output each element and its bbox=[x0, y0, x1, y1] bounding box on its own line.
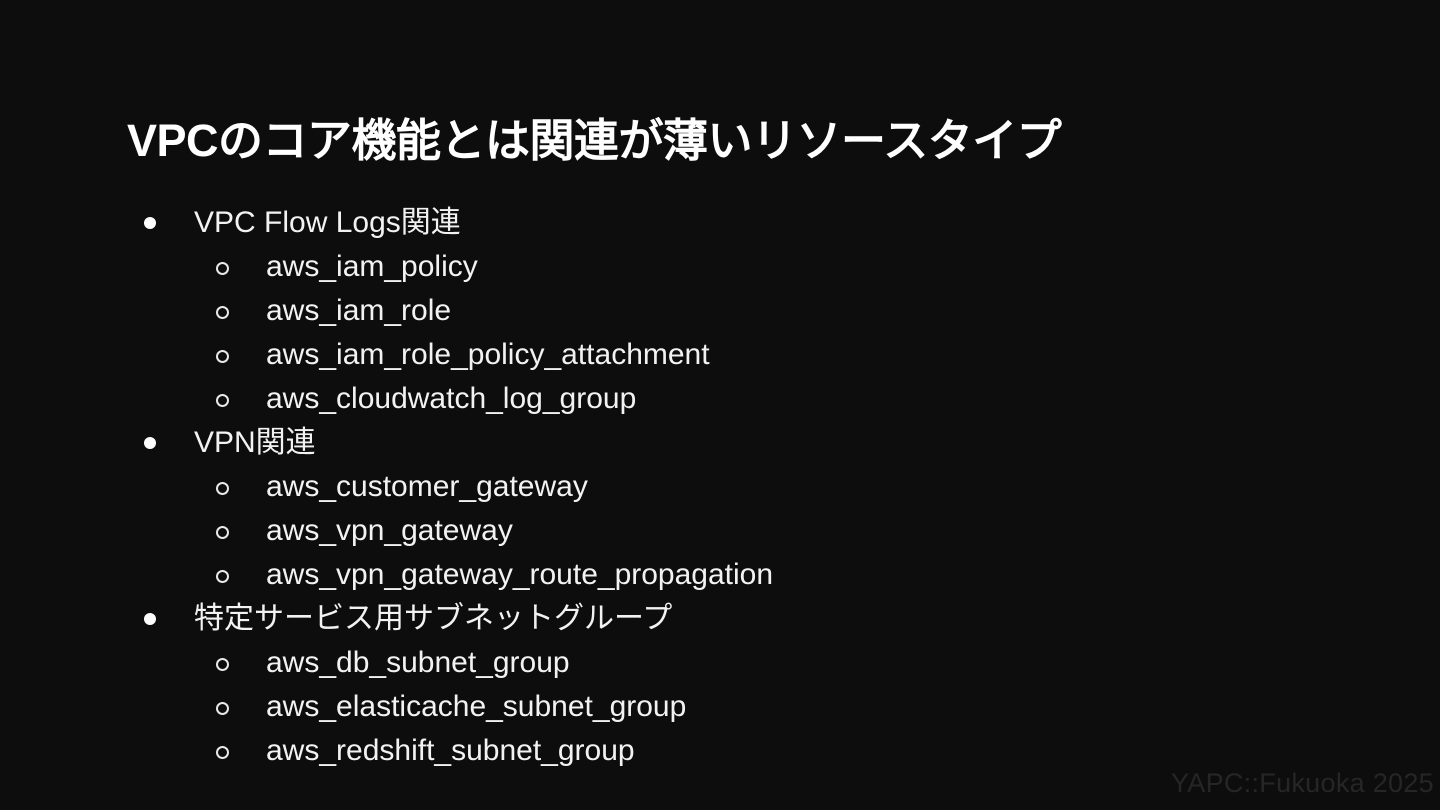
list-item-level1: 特定サービス用サブネットグループ bbox=[130, 599, 1310, 643]
filled-bullet-icon bbox=[144, 217, 156, 229]
list-item-level2: aws_vpn_gateway bbox=[130, 511, 1310, 555]
list-item-label: aws_vpn_gateway bbox=[266, 514, 513, 547]
bullet-list: VPC Flow Logs関連 aws_iam_policy aws_iam_r… bbox=[130, 203, 1310, 775]
list-item-label: aws_db_subnet_group bbox=[266, 646, 570, 679]
list-item-level2: aws_redshift_subnet_group bbox=[130, 731, 1310, 775]
list-item-level2: aws_vpn_gateway_route_propagation bbox=[130, 555, 1310, 599]
bullet-group: VPN関連 aws_customer_gateway aws_vpn_gatew… bbox=[130, 423, 1310, 599]
hollow-bullet-icon bbox=[216, 526, 229, 539]
list-item-label: aws_customer_gateway bbox=[266, 470, 588, 503]
list-item-label: aws_redshift_subnet_group bbox=[266, 734, 635, 767]
list-item-label: aws_iam_role_policy_attachment bbox=[266, 338, 710, 371]
list-item-level2: aws_elasticache_subnet_group bbox=[130, 687, 1310, 731]
footer-brand: YAPC::Fukuoka 2025 bbox=[1170, 768, 1434, 798]
list-item-level2: aws_cloudwatch_log_group bbox=[130, 379, 1310, 423]
hollow-bullet-icon bbox=[216, 350, 229, 363]
list-item-label: aws_elasticache_subnet_group bbox=[266, 690, 687, 723]
hollow-bullet-icon bbox=[216, 702, 229, 715]
hollow-bullet-icon bbox=[216, 746, 229, 759]
list-item-label: VPC Flow Logs関連 bbox=[194, 206, 461, 239]
list-item-level2: aws_iam_role_policy_attachment bbox=[130, 335, 1310, 379]
hollow-bullet-icon bbox=[216, 306, 229, 319]
list-item-label: 特定サービス用サブネットグループ bbox=[194, 602, 673, 635]
list-item-label: aws_vpn_gateway_route_propagation bbox=[266, 558, 774, 591]
list-item-level2: aws_iam_role bbox=[130, 291, 1310, 335]
list-item-label: VPN関連 bbox=[194, 426, 316, 459]
bullet-group: 特定サービス用サブネットグループ aws_db_subnet_group aws… bbox=[130, 599, 1310, 775]
hollow-bullet-icon bbox=[216, 570, 229, 583]
page-title: VPCのコア機能とは関連が薄いリソースタイプ bbox=[127, 115, 1062, 167]
list-item-label: aws_cloudwatch_log_group bbox=[266, 382, 637, 415]
list-item-level1: VPC Flow Logs関連 bbox=[130, 203, 1310, 247]
list-item-label: aws_iam_role bbox=[266, 294, 452, 327]
list-item-level2: aws_customer_gateway bbox=[130, 467, 1310, 511]
hollow-bullet-icon bbox=[216, 262, 229, 275]
filled-bullet-icon bbox=[144, 613, 156, 625]
hollow-bullet-icon bbox=[216, 658, 229, 671]
hollow-bullet-icon bbox=[216, 482, 229, 495]
list-item-level2: aws_db_subnet_group bbox=[130, 643, 1310, 687]
list-item-level2: aws_iam_policy bbox=[130, 247, 1310, 291]
bullet-group: VPC Flow Logs関連 aws_iam_policy aws_iam_r… bbox=[130, 203, 1310, 423]
hollow-bullet-icon bbox=[216, 394, 229, 407]
list-item-label: aws_iam_policy bbox=[266, 250, 478, 283]
filled-bullet-icon bbox=[144, 437, 156, 449]
list-item-level1: VPN関連 bbox=[130, 423, 1310, 467]
